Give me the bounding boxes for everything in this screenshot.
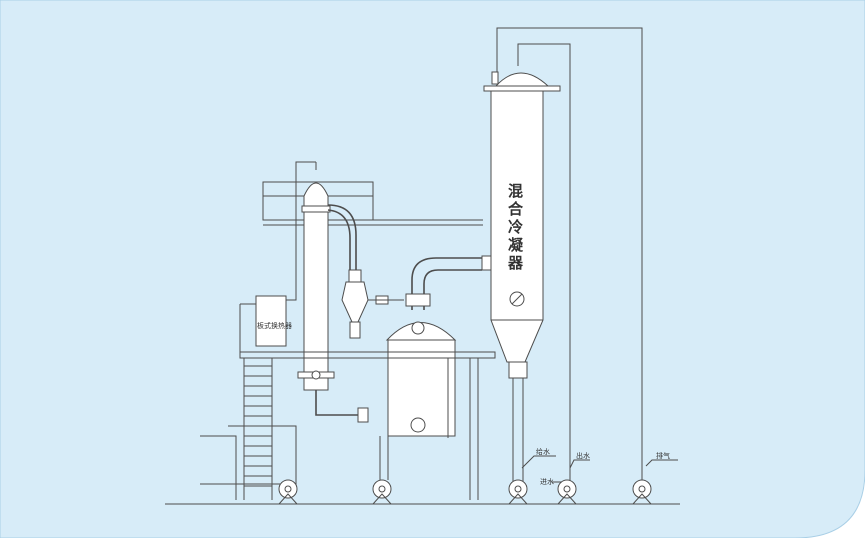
condenser-title-2: 合 <box>507 200 524 218</box>
vapor-to-condenser-pipe <box>411 257 482 310</box>
pump-4 <box>557 479 577 505</box>
top-valve <box>491 71 499 85</box>
inline-valve <box>357 407 369 423</box>
vent-label: 排气 <box>656 451 670 460</box>
water-outlet-pipe <box>517 43 571 485</box>
vapor-transfer-pipe <box>327 204 357 270</box>
pump-2 <box>372 479 392 505</box>
condenser-title-5: 器 <box>507 254 524 272</box>
ladder <box>243 358 273 500</box>
condenser-title-1: 混 <box>508 182 523 200</box>
pump-5 <box>632 479 652 505</box>
column-top-pipe <box>286 161 316 301</box>
water-inlet-label: 进水 <box>540 477 554 486</box>
condenser-title-3: 冷 <box>508 218 523 236</box>
pumps <box>278 479 652 505</box>
feed-line-2 <box>228 425 297 485</box>
circulation-pipe <box>315 390 360 416</box>
main-platform <box>239 351 496 359</box>
condenser-top-flange <box>483 85 561 92</box>
evaporator-gauge-icon <box>410 417 426 433</box>
heat-exchanger-label: 板式换热器 <box>257 321 292 330</box>
vapor-inlet-nozzle <box>481 255 492 271</box>
pump-1 <box>278 479 298 505</box>
condenser-title-4: 凝 <box>508 236 524 254</box>
pump-3 <box>508 479 528 505</box>
heating-column <box>303 182 329 391</box>
water-supply-label: 给水 <box>536 447 550 456</box>
water-outlet-label: 出水 <box>576 451 590 460</box>
vent-pipe <box>496 27 643 485</box>
evaporator-section: 板式换热器 <box>200 161 496 500</box>
condenser-outlet <box>508 361 528 379</box>
plate-heat-exchanger <box>255 295 287 347</box>
feed-line-1 <box>200 435 237 500</box>
